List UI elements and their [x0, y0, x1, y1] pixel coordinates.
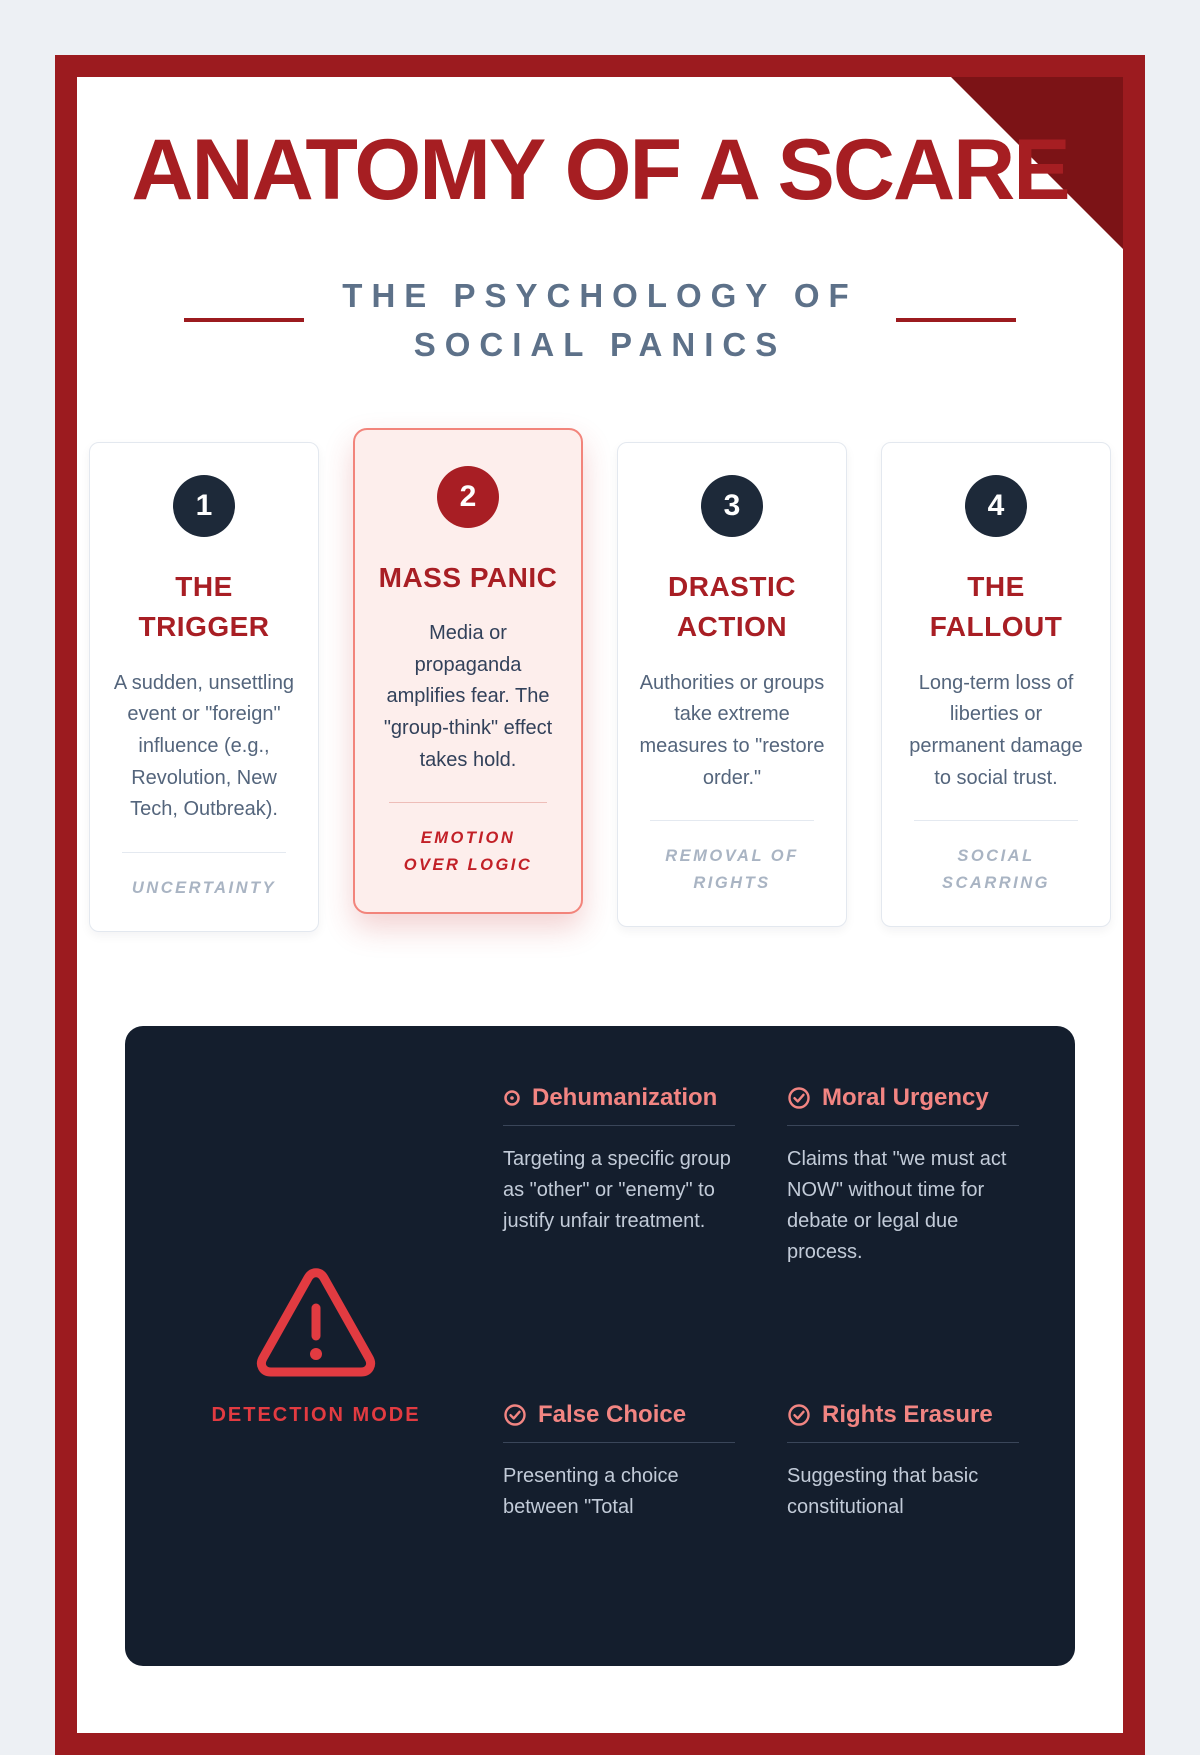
check-circle-icon	[787, 1403, 811, 1427]
stage-title: THE TRIGGER	[138, 570, 270, 643]
subtitle-left-rule	[184, 318, 305, 323]
detection-item-body: Suggesting that basic constitutional	[787, 1465, 979, 1519]
detection-item-header: Moral Urgency	[787, 1084, 1019, 1127]
subtitle-line-1: THE PSYCHOLOGY OF	[342, 276, 858, 314]
check-circle-icon	[787, 1086, 811, 1110]
subtitle-line-2: SOCIAL PANICS	[413, 326, 787, 364]
stage-number-badge: 3	[701, 474, 763, 537]
page-subtitle: THE PSYCHOLOGY OF SOCIAL PANICS	[342, 271, 857, 370]
stage-keyword: REMOVAL OF RIGHTS	[650, 820, 814, 896]
stages-row: 1 THE TRIGGER A sudden, unsettling event…	[77, 427, 1123, 933]
detection-item-header: Rights Erasure	[787, 1401, 1019, 1444]
stage-card-mass-panic: 2 MASS PANIC Media or propaganda amplifi…	[353, 427, 583, 914]
poster-page: ANATOMY OF A SCARE THE PSYCHOLOGY OF SOC…	[77, 77, 1123, 1733]
page-title: ANATOMY OF A SCARE	[131, 122, 1070, 218]
stage-number-badge: 1	[173, 474, 235, 537]
detection-panel: DETECTION MODE Dehumanization Targeting …	[125, 1026, 1075, 1667]
detection-mode-label: DETECTION MODE	[211, 1403, 421, 1426]
stage-title: MASS PANIC	[378, 561, 558, 593]
detection-item-rights-erasure: Rights Erasure Suggesting that basic con…	[787, 1401, 1019, 1608]
detection-item-title: Rights Erasure	[822, 1401, 993, 1429]
stage-description: A sudden, unsettling event or "foreign" …	[113, 671, 295, 821]
stage-card-drastic-action: 3 DRASTIC ACTION Authorities or groups t…	[617, 441, 847, 927]
detection-item-title: False Choice	[538, 1401, 687, 1429]
detection-item-false-choice: False Choice Presenting a choice between…	[503, 1401, 735, 1608]
poster-frame: ANATOMY OF A SCARE THE PSYCHOLOGY OF SOC…	[55, 55, 1145, 1755]
stage-description: Authorities or groups take extreme measu…	[639, 671, 825, 789]
stage-description: Media or propaganda amplifies fear. The …	[383, 622, 553, 771]
detection-item-body: Claims that "we must act NOW" without ti…	[787, 1148, 1007, 1264]
detection-item-dehumanization: Dehumanization Targeting a specific grou…	[503, 1084, 735, 1353]
detection-mode-block: DETECTION MODE	[181, 1084, 451, 1608]
target-icon	[503, 1089, 521, 1107]
check-circle-icon	[503, 1403, 527, 1427]
subtitle-right-rule	[895, 318, 1016, 323]
detection-item-body: Presenting a choice between "Total	[503, 1465, 679, 1519]
stage-keyword: UNCERTAINTY	[122, 851, 286, 901]
stage-card-trigger: 1 THE TRIGGER A sudden, unsettling event…	[89, 441, 319, 933]
detection-item-body: Targeting a specific group as "other" or…	[503, 1148, 731, 1233]
stage-card-fallout: 4 THE FALLOUT Long-term loss of libertie…	[881, 441, 1111, 927]
stage-description: Long-term loss of liberties or permanent…	[909, 671, 1083, 789]
stage-keyword: EMOTION OVER LOGIC	[389, 802, 547, 878]
warning-triangle-icon	[255, 1266, 377, 1378]
stage-number-badge: 2	[437, 465, 499, 528]
stage-keyword: SOCIAL SCARRING	[914, 820, 1078, 896]
stage-number-badge: 4	[965, 474, 1027, 537]
detection-item-title: Moral Urgency	[822, 1084, 989, 1112]
detection-item-moral-urgency: Moral Urgency Claims that "we must act N…	[787, 1084, 1019, 1353]
detection-item-title: Dehumanization	[532, 1084, 718, 1112]
subtitle-row: THE PSYCHOLOGY OF SOCIAL PANICS	[77, 271, 1123, 370]
detection-item-header: Dehumanization	[503, 1084, 735, 1127]
stage-title: DRASTIC ACTION	[668, 570, 796, 643]
detection-item-header: False Choice	[503, 1401, 735, 1444]
stage-title: THE FALLOUT	[929, 570, 1063, 643]
